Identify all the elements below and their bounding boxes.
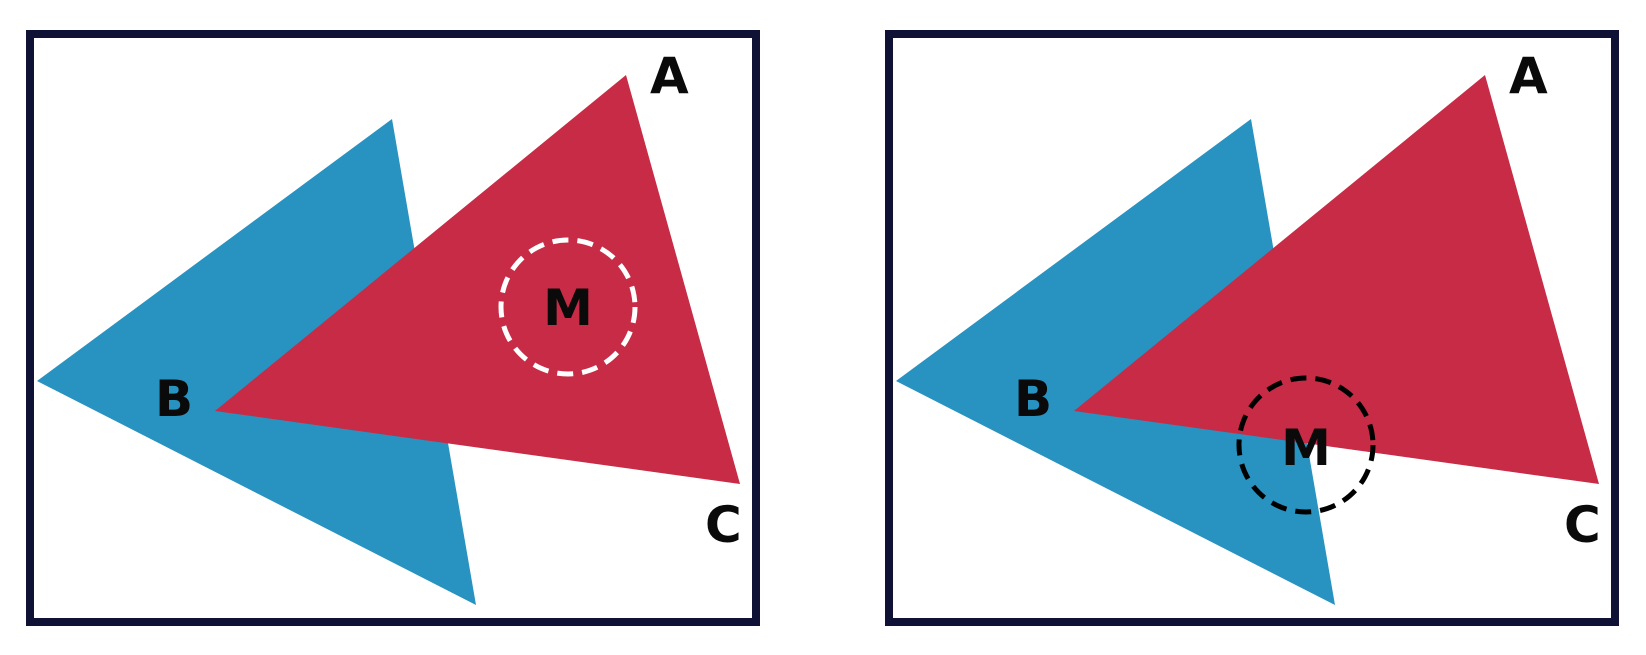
right-panel: A B C M (885, 30, 1619, 626)
left-label-m: M (543, 279, 593, 337)
right-red-triangle (1074, 75, 1599, 484)
left-label-b: B (155, 370, 193, 428)
right-label-a: A (1509, 47, 1548, 105)
right-label-b: B (1014, 370, 1052, 428)
left-panel: A B C M (26, 30, 760, 626)
left-label-c: C (705, 496, 742, 554)
left-label-a: A (650, 47, 689, 105)
left-red-triangle (215, 75, 740, 484)
right-blue-triangle (896, 119, 1335, 605)
right-label-c: C (1564, 496, 1601, 554)
left-m-circle (498, 237, 638, 377)
left-blue-triangle (37, 119, 476, 605)
right-m-circle (1236, 375, 1376, 515)
right-label-m: M (1281, 419, 1331, 477)
